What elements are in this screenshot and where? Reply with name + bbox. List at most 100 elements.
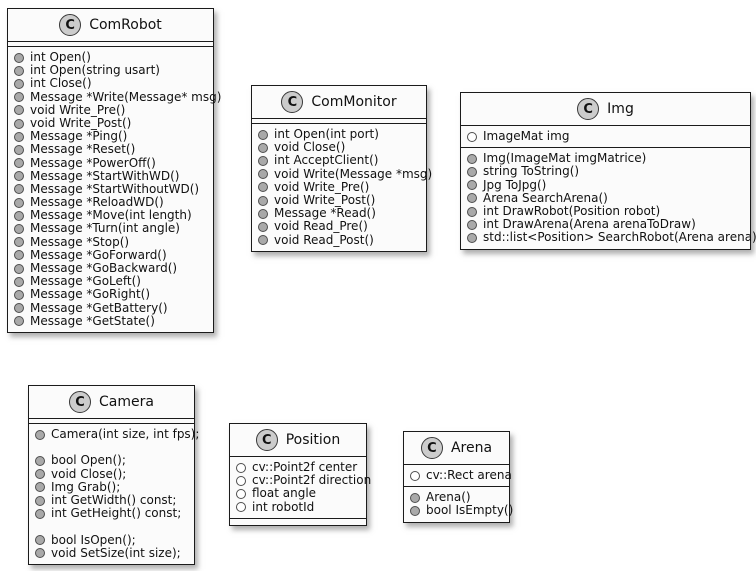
- method-visibility-icon: [410, 505, 420, 516]
- method-row: int AcceptClient(): [252, 154, 426, 167]
- method-row: Message *Move(int length): [8, 209, 213, 222]
- method-row: Message *GetBattery(): [8, 300, 213, 315]
- method-row: int Open(int port): [252, 127, 426, 141]
- method-visibility-icon: [14, 118, 24, 129]
- class-box-camera: C Camera Camera(int size, int fps);bool …: [28, 385, 199, 565]
- field-row: float angle: [230, 487, 366, 500]
- method-signature: bool IsEmpty(): [426, 503, 514, 518]
- method-signature: void Write_Pre(): [30, 102, 126, 117]
- method-visibility-icon: [14, 263, 24, 274]
- fields-compartment: [8, 42, 213, 47]
- method-row: Message *GoRight(): [8, 288, 213, 301]
- class-header: C Position: [230, 424, 366, 457]
- method-signature: void SetSize(int size);: [51, 545, 181, 560]
- method-signature: int GetHeight() const;: [51, 506, 182, 521]
- method-signature: int Open(int port): [274, 127, 379, 141]
- method-visibility-icon: [14, 316, 24, 327]
- method-signature: int DrawArena(Arena arenaToDraw): [483, 217, 696, 232]
- method-visibility-icon: [35, 455, 45, 466]
- method-row: void SetSize(int size);: [29, 545, 194, 560]
- field-visibility-icon: [236, 502, 246, 513]
- method-row: void Close(): [252, 140, 426, 155]
- method-row: void Write_Pre(): [252, 180, 426, 194]
- fields-compartment: cv::Rect arena: [404, 465, 512, 488]
- method-visibility-icon: [14, 144, 24, 155]
- methods-compartment: Arena()bool IsEmpty(): [404, 487, 513, 521]
- method-visibility-icon: [258, 155, 268, 166]
- method-row: std::list<Position> SearchRobot(Arena ar…: [461, 231, 756, 244]
- class-badge-icon: C: [59, 14, 82, 36]
- method-signature: Message *Ping(): [30, 129, 128, 144]
- method-signature: Message *Stop(): [30, 234, 130, 249]
- method-visibility-icon: [14, 303, 24, 314]
- class-header: C Arena: [404, 432, 509, 465]
- method-visibility-icon: [14, 184, 24, 195]
- method-row: bool Open();: [29, 454, 194, 467]
- method-row: void Read_Pre(): [252, 220, 426, 233]
- method-signature: Message *GoForward(): [30, 247, 167, 262]
- class-box-commonitor: C ComMonitor int Open(int port)void Clos…: [251, 85, 432, 252]
- method-visibility-icon: [14, 158, 24, 169]
- method-signature: void Write_Post(): [30, 115, 132, 130]
- method-signature: int Open(): [30, 50, 91, 64]
- class-title: Position: [285, 432, 341, 448]
- method-visibility-icon: [14, 92, 24, 103]
- class-title: Arena: [450, 440, 493, 456]
- method-visibility-icon: [14, 210, 24, 221]
- fields-compartment: [252, 119, 426, 124]
- class-badge-icon: C: [281, 91, 304, 113]
- method-visibility-icon: [467, 166, 477, 177]
- method-visibility-icon: [467, 153, 477, 164]
- method-signature: Message *GetBattery(): [30, 300, 168, 315]
- method-signature: Message *ReloadWD(): [30, 195, 164, 210]
- method-row: int Open(string usart): [8, 63, 213, 77]
- class-badge-icon: C: [420, 437, 443, 459]
- methods-compartment: Img(ImageMat imgMatrice)string ToString(…: [461, 148, 756, 248]
- method-visibility-icon: [35, 495, 45, 506]
- method-row: Message *GetState(): [8, 314, 213, 328]
- method-visibility-icon: [14, 171, 24, 182]
- method-visibility-icon: [258, 235, 268, 246]
- method-signature: void Close();: [51, 466, 127, 481]
- method-row: Message *GoBackward(): [8, 261, 213, 275]
- method-visibility-icon: [258, 182, 268, 193]
- method-visibility-icon: [35, 535, 45, 546]
- method-row: Message *Reset(): [8, 143, 213, 156]
- method-signature: std::list<Position> SearchRobot(Arena ar…: [483, 230, 756, 245]
- field-signature: cv::Point2f center: [252, 460, 358, 474]
- method-visibility-icon: [258, 169, 268, 180]
- method-visibility-icon: [14, 289, 24, 300]
- method-row: Arena(): [404, 490, 509, 504]
- method-signature: bool Open();: [51, 453, 126, 468]
- method-row: bool IsOpen();: [29, 532, 194, 547]
- method-visibility-icon: [258, 195, 268, 206]
- methods-compartment: [230, 519, 366, 525]
- method-row: int DrawRobot(Position robot): [461, 203, 750, 218]
- field-visibility-icon: [236, 475, 246, 486]
- method-signature: void Close(): [274, 140, 346, 155]
- method-visibility-icon: [14, 250, 24, 261]
- class-title: Img: [607, 101, 634, 117]
- fields-compartment: ImageMat img: [461, 126, 750, 149]
- method-row: Message *GoLeft(): [8, 274, 213, 288]
- method-signature: Message *StartWithWD(): [30, 168, 180, 183]
- method-visibility-icon: [14, 131, 24, 142]
- method-row: Img Grab();: [29, 480, 194, 494]
- method-row: int DrawArena(Arena arenaToDraw): [461, 217, 750, 232]
- method-row: Message *PowerOff(): [8, 155, 213, 170]
- method-row: string ToString(): [461, 165, 750, 178]
- method-signature: Message *PowerOff(): [30, 155, 156, 170]
- method-signature: Message *Reset(): [30, 142, 136, 157]
- method-signature: int DrawRobot(Position robot): [483, 203, 661, 218]
- method-row: void Read_Post(): [252, 233, 426, 247]
- method-row: void Write_Pre(): [8, 102, 213, 117]
- method-visibility-icon: [14, 224, 24, 235]
- method-row: void Close();: [29, 466, 194, 481]
- method-row: Message *Write(Message* msg): [8, 90, 221, 104]
- field-signature: int robotId: [252, 499, 315, 514]
- class-badge-icon: C: [255, 429, 278, 451]
- method-signature: Arena SearchArena(): [483, 190, 608, 205]
- method-row: Camera(int size, int fps);: [29, 427, 199, 441]
- method-signature: bool IsOpen();: [51, 532, 136, 547]
